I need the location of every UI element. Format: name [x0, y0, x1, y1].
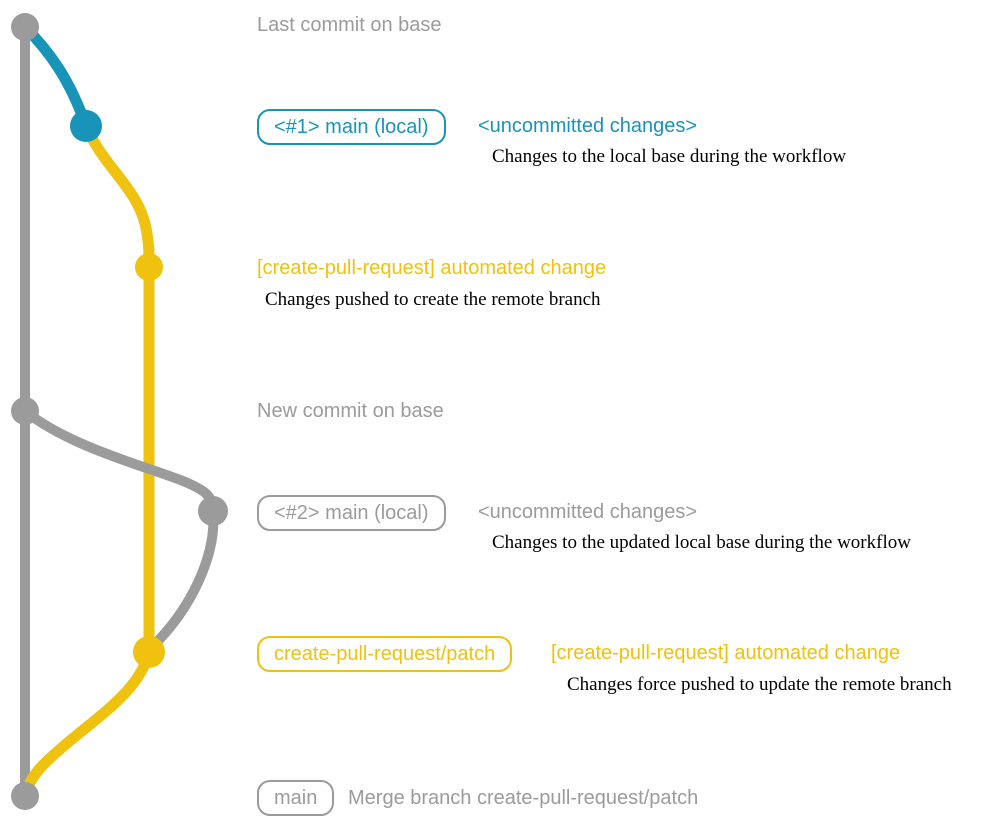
branch-badge-cpr-patch: create-pull-request/patch	[257, 636, 513, 672]
uncommitted-2-edge	[20, 406, 218, 516]
commit-dot-cpr-1	[135, 253, 163, 281]
commit-dot-cpr-2	[133, 636, 165, 668]
branch-badge-main: main	[257, 780, 335, 816]
note-push-remote-branch: Changes pushed to create the remote bran…	[265, 289, 601, 310]
note-local-base-changes: Changes to the local base during the wor…	[492, 146, 847, 167]
uncommitted-1-edge	[19, 21, 92, 132]
heading-uncommitted-changes-2: <uncommitted changes>	[478, 501, 698, 523]
annotation-last-commit: Last commit on base	[257, 14, 442, 36]
heading-automated-change-1: [create-pull-request] automated change	[257, 257, 607, 279]
branch-badge-main-local-2: <#2> main (local)	[257, 495, 446, 531]
heading-automated-change-2: [create-pull-request] automated change	[551, 642, 901, 664]
annotation-new-commit: New commit on base	[257, 400, 444, 422]
heading-uncommitted-changes-1: <uncommitted changes>	[478, 115, 698, 137]
branch-badge-main-local-1: <#1> main (local)	[257, 109, 446, 145]
commit-dot-merge	[11, 782, 39, 810]
merge-edge	[19, 646, 155, 802]
note-updated-local-base-changes: Changes to the updated local base during…	[492, 532, 911, 553]
annotation-merge-message: Merge branch create-pull-request/patch	[348, 787, 699, 809]
commit-dot-main-local-2	[198, 496, 228, 526]
commit-dot-main-local-1	[70, 110, 102, 142]
force-push-edge	[147, 506, 219, 652]
commit-dot-base-new	[11, 397, 39, 425]
commit-dot-base-top	[11, 13, 39, 41]
note-force-push-remote-branch: Changes force pushed to update the remot…	[567, 674, 952, 695]
cpr-branch-edge-1	[80, 120, 155, 273]
